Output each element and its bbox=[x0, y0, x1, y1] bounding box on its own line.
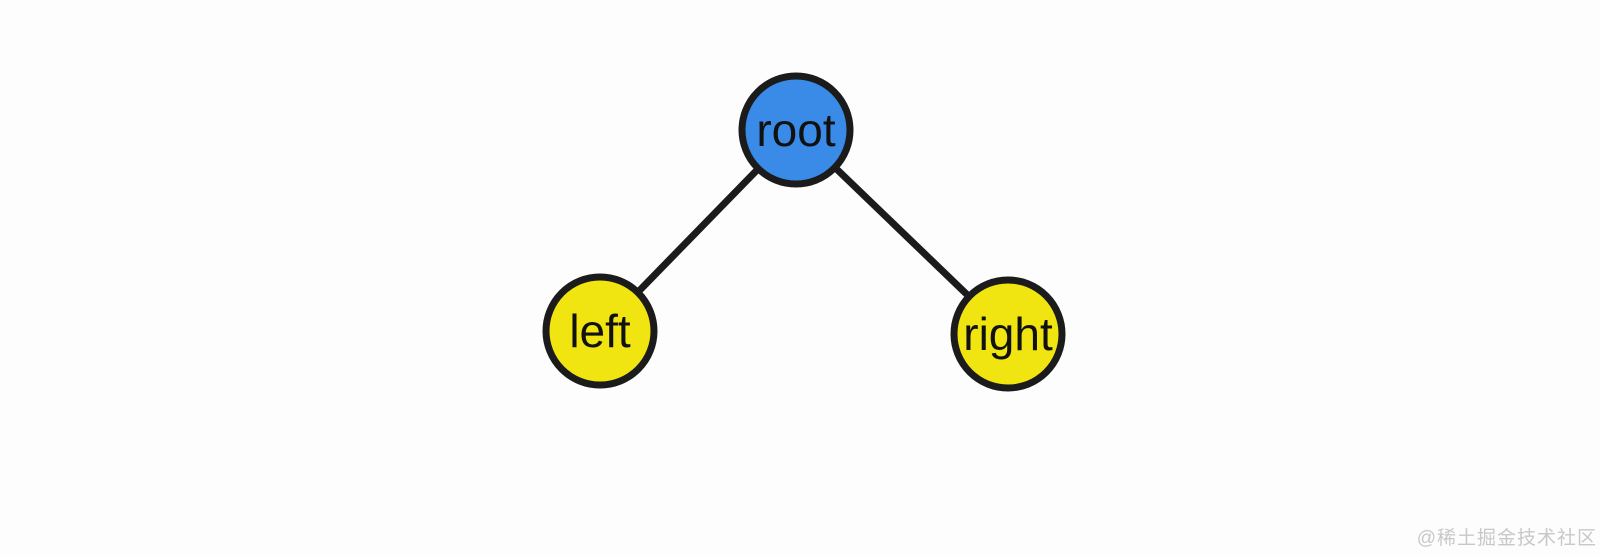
node-root: root bbox=[738, 72, 854, 188]
node-left-circle bbox=[542, 273, 658, 389]
node-root-label: root bbox=[756, 104, 835, 156]
node-left: left bbox=[542, 273, 658, 389]
watermark: @稀土掘金技术社区 bbox=[1416, 528, 1597, 549]
node-right: right bbox=[950, 276, 1066, 392]
node-right-label: right bbox=[963, 308, 1053, 360]
node-right-circle bbox=[950, 276, 1066, 392]
node-left-label: left bbox=[569, 305, 631, 357]
node-root-circle bbox=[738, 72, 854, 188]
